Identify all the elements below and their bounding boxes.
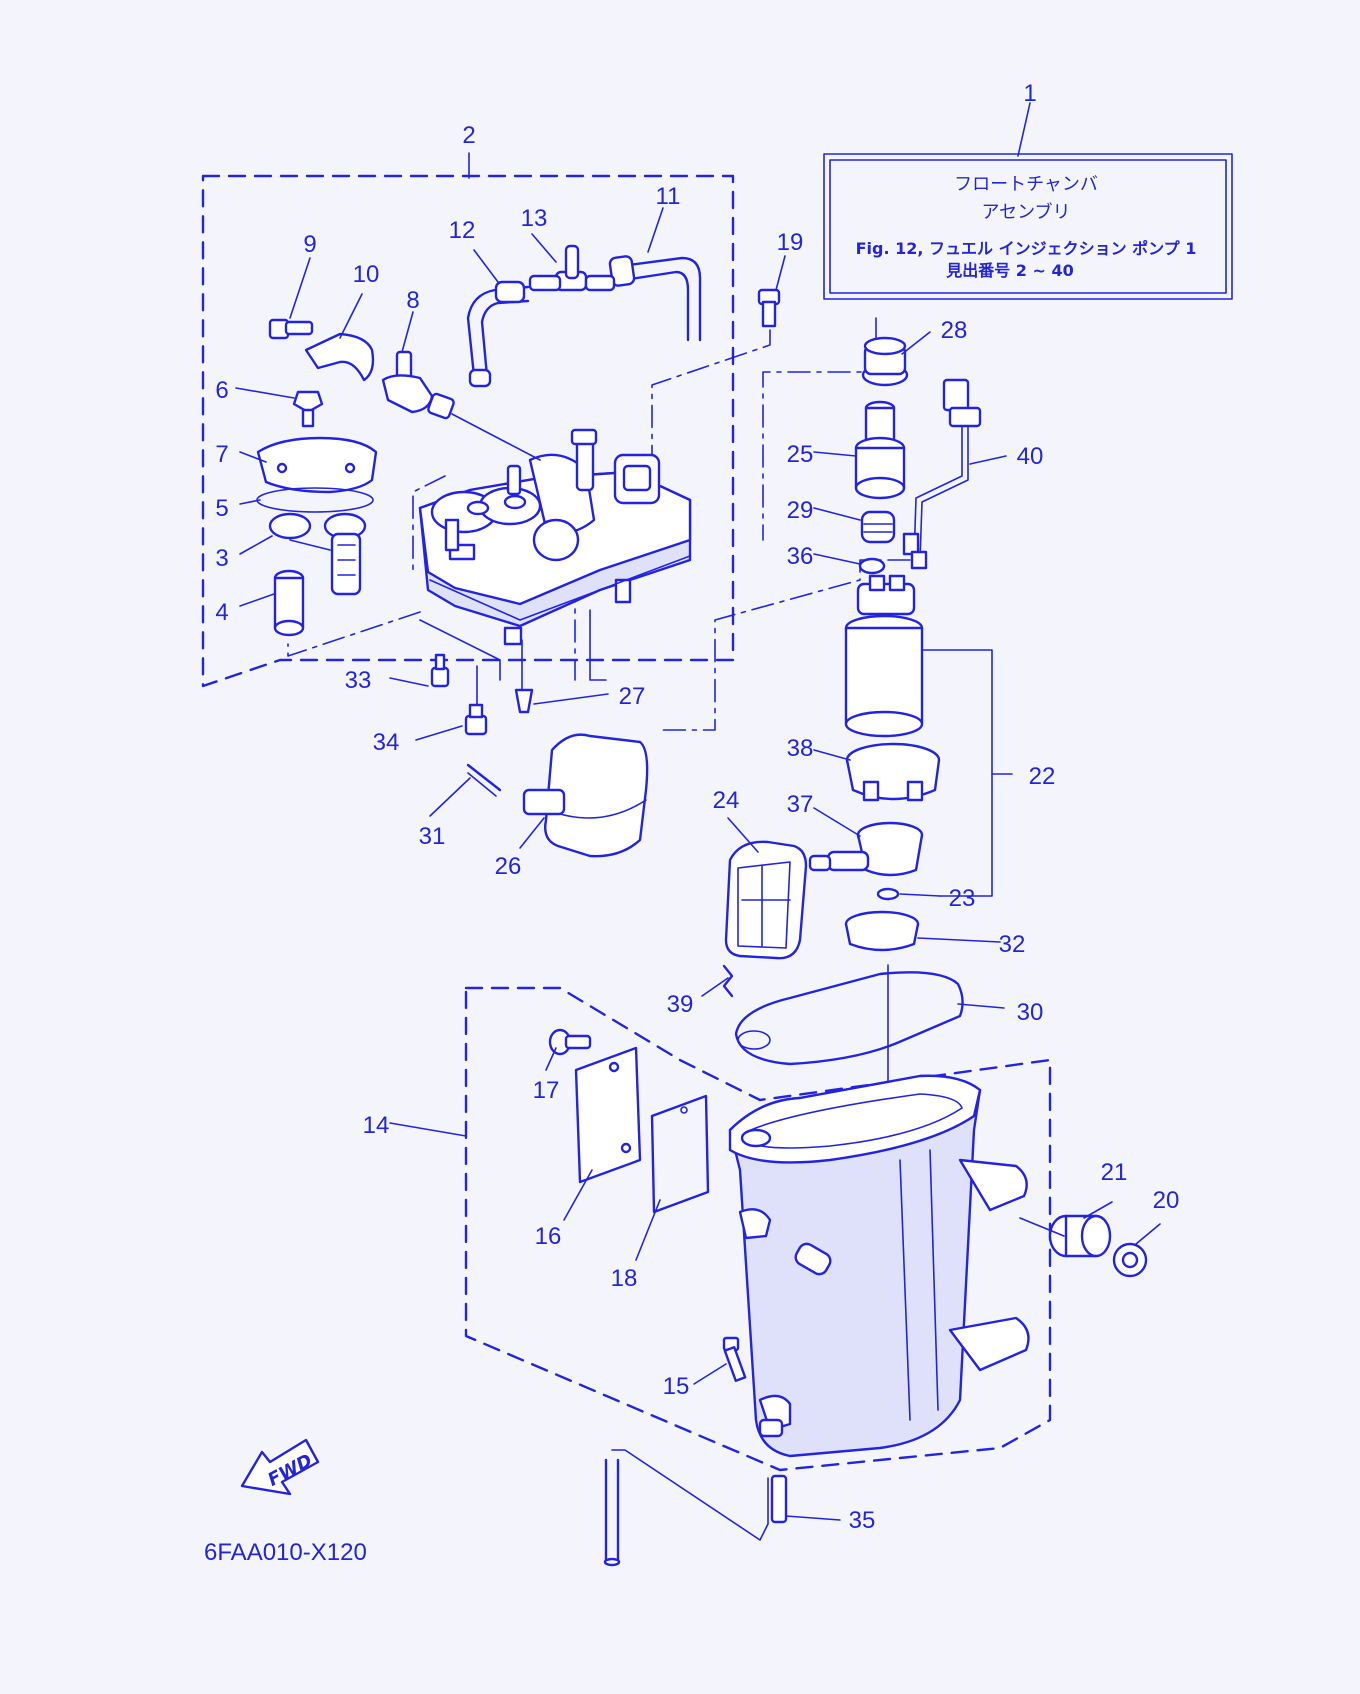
cover-7 xyxy=(256,436,378,494)
upper-housing-body xyxy=(418,428,692,646)
callout-15: 15 xyxy=(663,1373,690,1400)
note-line-1: フロートチャンバ xyxy=(954,174,1098,195)
grommet-21 xyxy=(1019,1214,1112,1258)
callout-37: 37 xyxy=(787,791,814,818)
callout-labels: 1 2 3 4 5 6 7 8 9 10 11 12 13 14 15 16 1… xyxy=(215,80,1179,1534)
float-chamber-14 xyxy=(728,1074,1030,1458)
callout-16: 16 xyxy=(535,1223,562,1250)
tee-joint-13 xyxy=(528,244,616,292)
callout-5: 5 xyxy=(215,495,228,522)
filter-3 xyxy=(268,512,367,596)
wiring-40 xyxy=(902,378,982,570)
needle-27 xyxy=(514,688,534,714)
callout-14: 14 xyxy=(363,1112,390,1139)
gasket-18 xyxy=(650,1094,710,1214)
clip-39 xyxy=(722,964,734,998)
callout-34: 34 xyxy=(373,729,400,756)
hose-11 xyxy=(608,255,702,342)
callout-29: 29 xyxy=(787,497,814,524)
callout-23: 23 xyxy=(949,885,976,912)
filter-37 xyxy=(808,821,924,877)
callout-21: 21 xyxy=(1101,1159,1128,1186)
callout-8: 8 xyxy=(406,287,419,314)
sleeve-25 xyxy=(854,400,906,500)
callout-4: 4 xyxy=(215,599,228,626)
note-line-3: Fig. 12, フュエル インジェクション ポンプ 1 xyxy=(856,239,1197,258)
note-line-4: 見出番号 2 ~ 40 xyxy=(945,261,1074,280)
callout-7: 7 xyxy=(215,441,228,468)
callout-36: 36 xyxy=(787,543,814,570)
leader-lines xyxy=(235,207,1161,1521)
nipple-8 xyxy=(381,350,541,461)
callout-12: 12 xyxy=(449,217,476,244)
plate-16 xyxy=(574,1046,642,1184)
callout-31: 31 xyxy=(419,823,446,850)
callout-11: 11 xyxy=(656,183,681,210)
callout-24: 24 xyxy=(713,787,740,814)
gasket-30 xyxy=(734,971,964,1066)
callout-17: 17 xyxy=(533,1077,560,1104)
callout-40: 40 xyxy=(1017,443,1044,470)
bolt-33 xyxy=(430,653,450,688)
screw-15 xyxy=(722,1336,747,1382)
collar-20 xyxy=(1112,1242,1148,1278)
callout-10: 10 xyxy=(353,261,380,288)
callout-13: 13 xyxy=(521,205,548,232)
hose-12 xyxy=(466,280,530,388)
callout-3: 3 xyxy=(215,545,228,572)
callout-9: 9 xyxy=(303,231,316,258)
callout-6: 6 xyxy=(215,377,228,404)
callout-26: 26 xyxy=(495,853,522,880)
clip-10 xyxy=(304,332,375,382)
bracket-22 xyxy=(921,649,1013,897)
screw-6 xyxy=(292,390,324,428)
callout-18: 18 xyxy=(611,1265,638,1292)
callout-33: 33 xyxy=(345,667,372,694)
seal-28 xyxy=(861,336,909,387)
screw-17 xyxy=(548,1028,592,1056)
callout-28: 28 xyxy=(941,317,968,344)
callout-27: 27 xyxy=(619,683,646,710)
filter-cap-32 xyxy=(844,910,920,952)
fuel-pump-22 xyxy=(844,574,924,738)
callout-22: 22 xyxy=(1029,763,1056,790)
callout-30: 30 xyxy=(1017,999,1044,1026)
o-ring-23 xyxy=(876,887,900,901)
fwd-arrow-icon: FWD xyxy=(240,1438,320,1496)
bolt-34 xyxy=(464,703,488,736)
callout-25: 25 xyxy=(787,441,814,468)
callout-39: 39 xyxy=(667,991,694,1018)
group-outline-2 xyxy=(201,152,735,688)
callout-32: 32 xyxy=(999,931,1026,958)
callout-20: 20 xyxy=(1153,1187,1180,1214)
callout-38: 38 xyxy=(787,735,814,762)
bolt-9 xyxy=(268,318,314,340)
hose-35 xyxy=(603,1458,788,1567)
callout-19: 19 xyxy=(777,229,804,256)
bolt-19 xyxy=(757,288,781,328)
filter-plate-24 xyxy=(724,840,808,960)
callout-2: 2 xyxy=(462,122,475,149)
note-line-2: アセンブリ xyxy=(981,201,1070,223)
o-ring-36 xyxy=(858,557,886,575)
figure-code: 6FAA010-X120 xyxy=(204,1539,367,1566)
sleeve-4 xyxy=(273,569,305,637)
assembly-note-box: フロートチャンバ アセンブリ Fig. 12, フュエル インジェクション ポン… xyxy=(823,102,1233,300)
callout-35: 35 xyxy=(849,1507,876,1534)
callout-1: 1 xyxy=(1023,80,1036,107)
float-26 xyxy=(522,733,649,858)
pin-31 xyxy=(466,763,502,797)
holder-38 xyxy=(845,742,941,802)
damper-29 xyxy=(860,510,896,544)
